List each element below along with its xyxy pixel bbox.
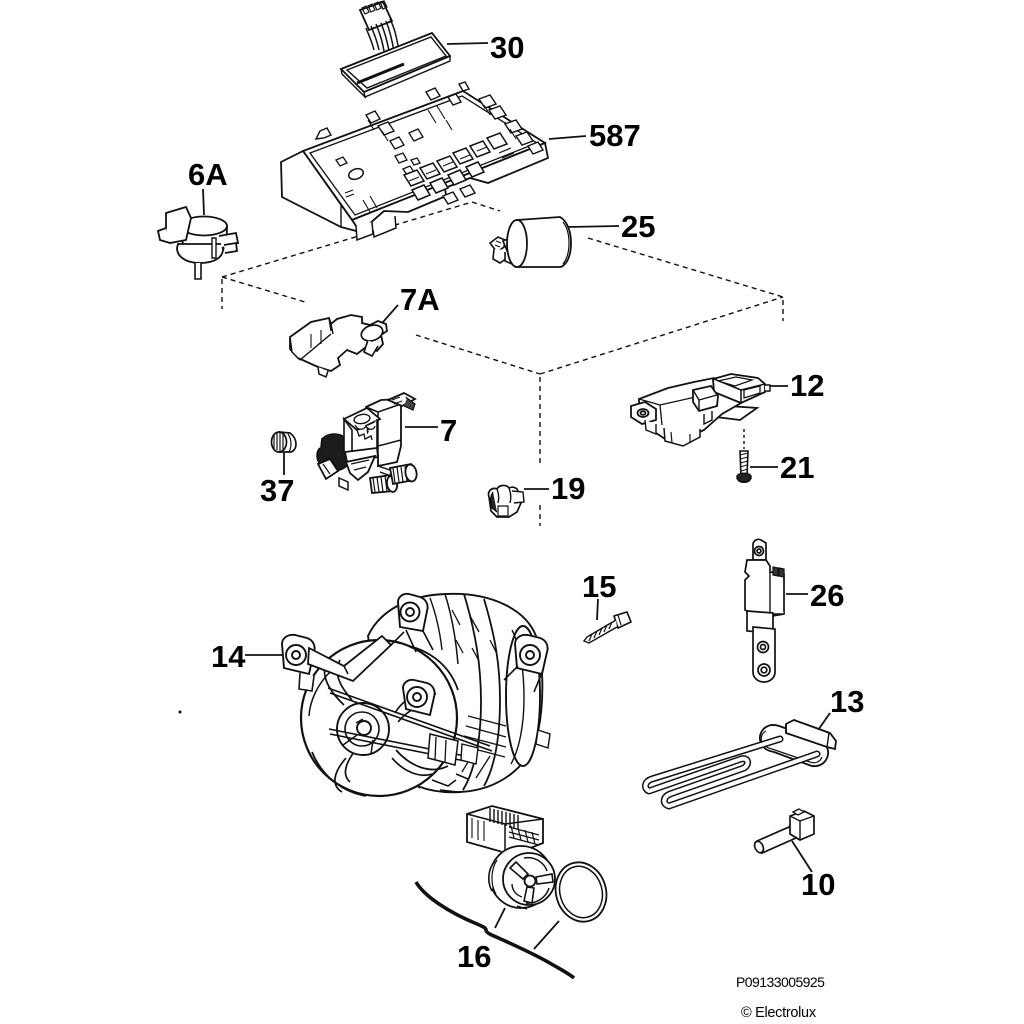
svg-text:12: 12 <box>790 368 824 403</box>
svg-text:7: 7 <box>440 413 457 448</box>
svg-text:7A: 7A <box>400 282 440 317</box>
svg-text:19: 19 <box>551 471 585 506</box>
svg-text:587: 587 <box>589 118 641 153</box>
svg-text:13: 13 <box>830 684 864 719</box>
svg-text:15: 15 <box>582 569 616 604</box>
svg-text:37: 37 <box>260 473 294 508</box>
svg-text:14: 14 <box>211 639 246 674</box>
svg-text:21: 21 <box>780 450 814 485</box>
svg-text:16: 16 <box>457 939 491 974</box>
svg-text:26: 26 <box>810 578 844 613</box>
svg-text:P09133005925: P09133005925 <box>736 974 825 990</box>
svg-text:6A: 6A <box>188 157 228 192</box>
svg-text:10: 10 <box>801 867 835 902</box>
svg-text:30: 30 <box>490 30 524 65</box>
svg-text:© Electrolux: © Electrolux <box>741 1005 817 1021</box>
svg-text:25: 25 <box>621 209 655 244</box>
